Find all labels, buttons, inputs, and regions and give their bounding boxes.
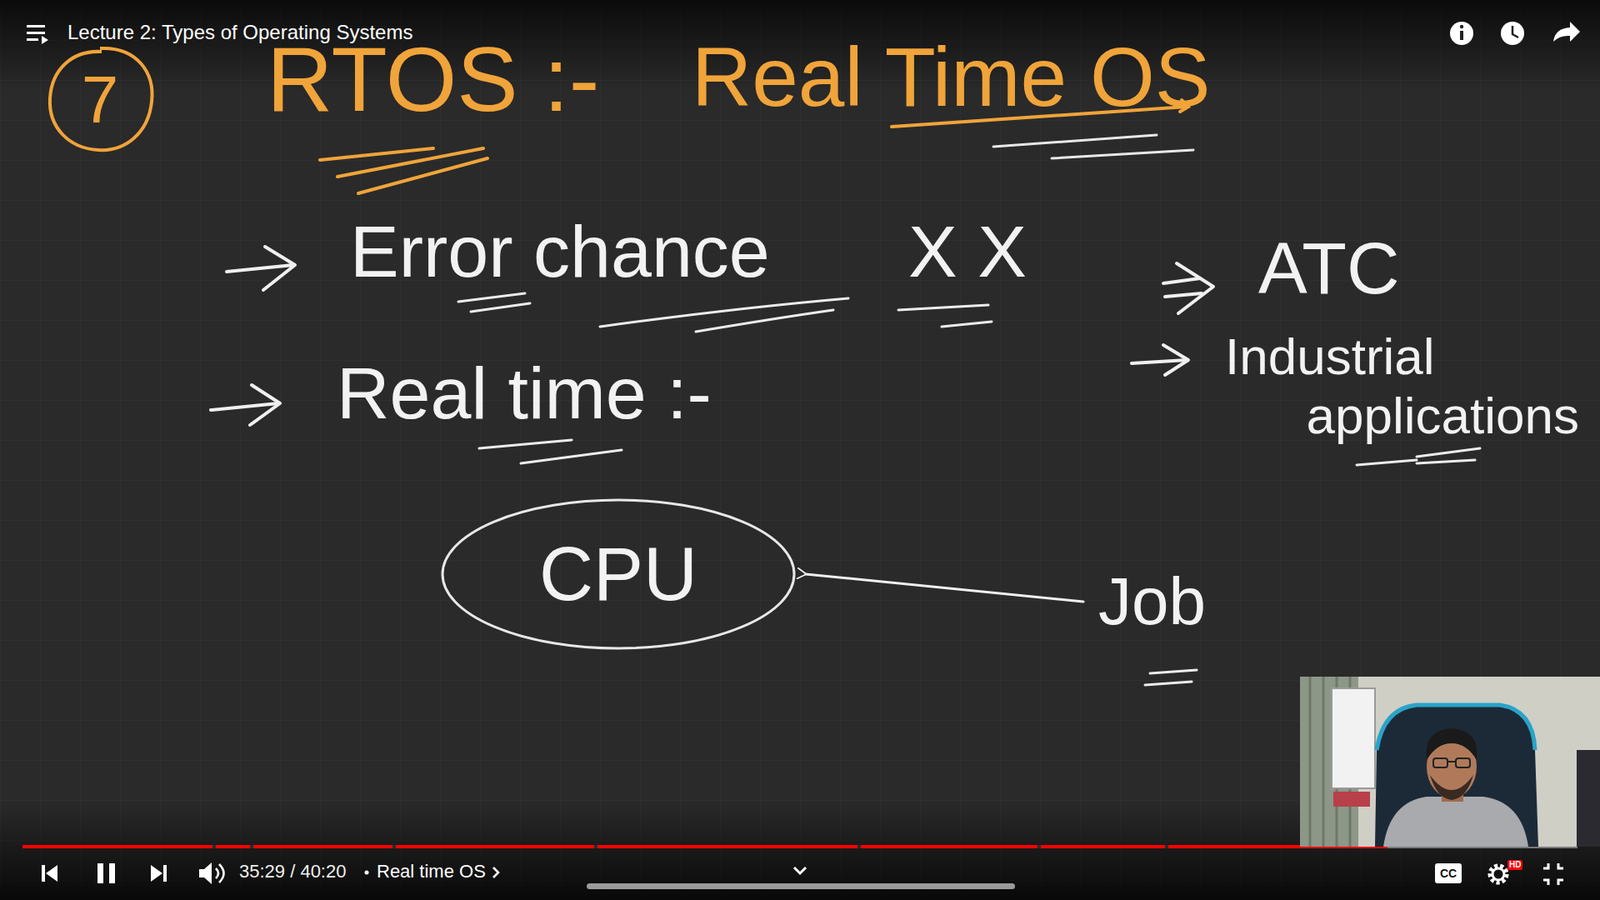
chapter-title: Real time OS	[376, 862, 486, 881]
webcam-inset	[1300, 676, 1600, 847]
heading-underlines-white	[993, 135, 1194, 159]
node-label: CPU	[539, 536, 698, 612]
node-label: Job	[1098, 568, 1206, 635]
cpu-ellipse: CPU	[440, 498, 796, 650]
ellipse-outline	[442, 500, 795, 649]
heading-abbrev: RTOS :-	[266, 33, 600, 125]
callout-number: 7	[66, 66, 134, 134]
example-text: Industrial applications	[1225, 326, 1580, 446]
bullet-text: Error chance	[350, 215, 770, 289]
player-controls	[41, 862, 1564, 890]
time-display: 35:29 / 40:20	[239, 862, 346, 881]
job-node: Job	[1093, 563, 1211, 640]
cross-marks: X X	[908, 215, 1027, 289]
number-circle	[50, 48, 153, 150]
hd-badge: HD	[1507, 860, 1523, 870]
example-text: ATC	[1258, 231, 1400, 305]
arrow-connector	[805, 574, 1084, 602]
bullet-text: Real time :-	[336, 356, 712, 430]
heading-text: Real Time OS	[691, 35, 1210, 119]
captions-badge: CC	[1435, 863, 1462, 884]
